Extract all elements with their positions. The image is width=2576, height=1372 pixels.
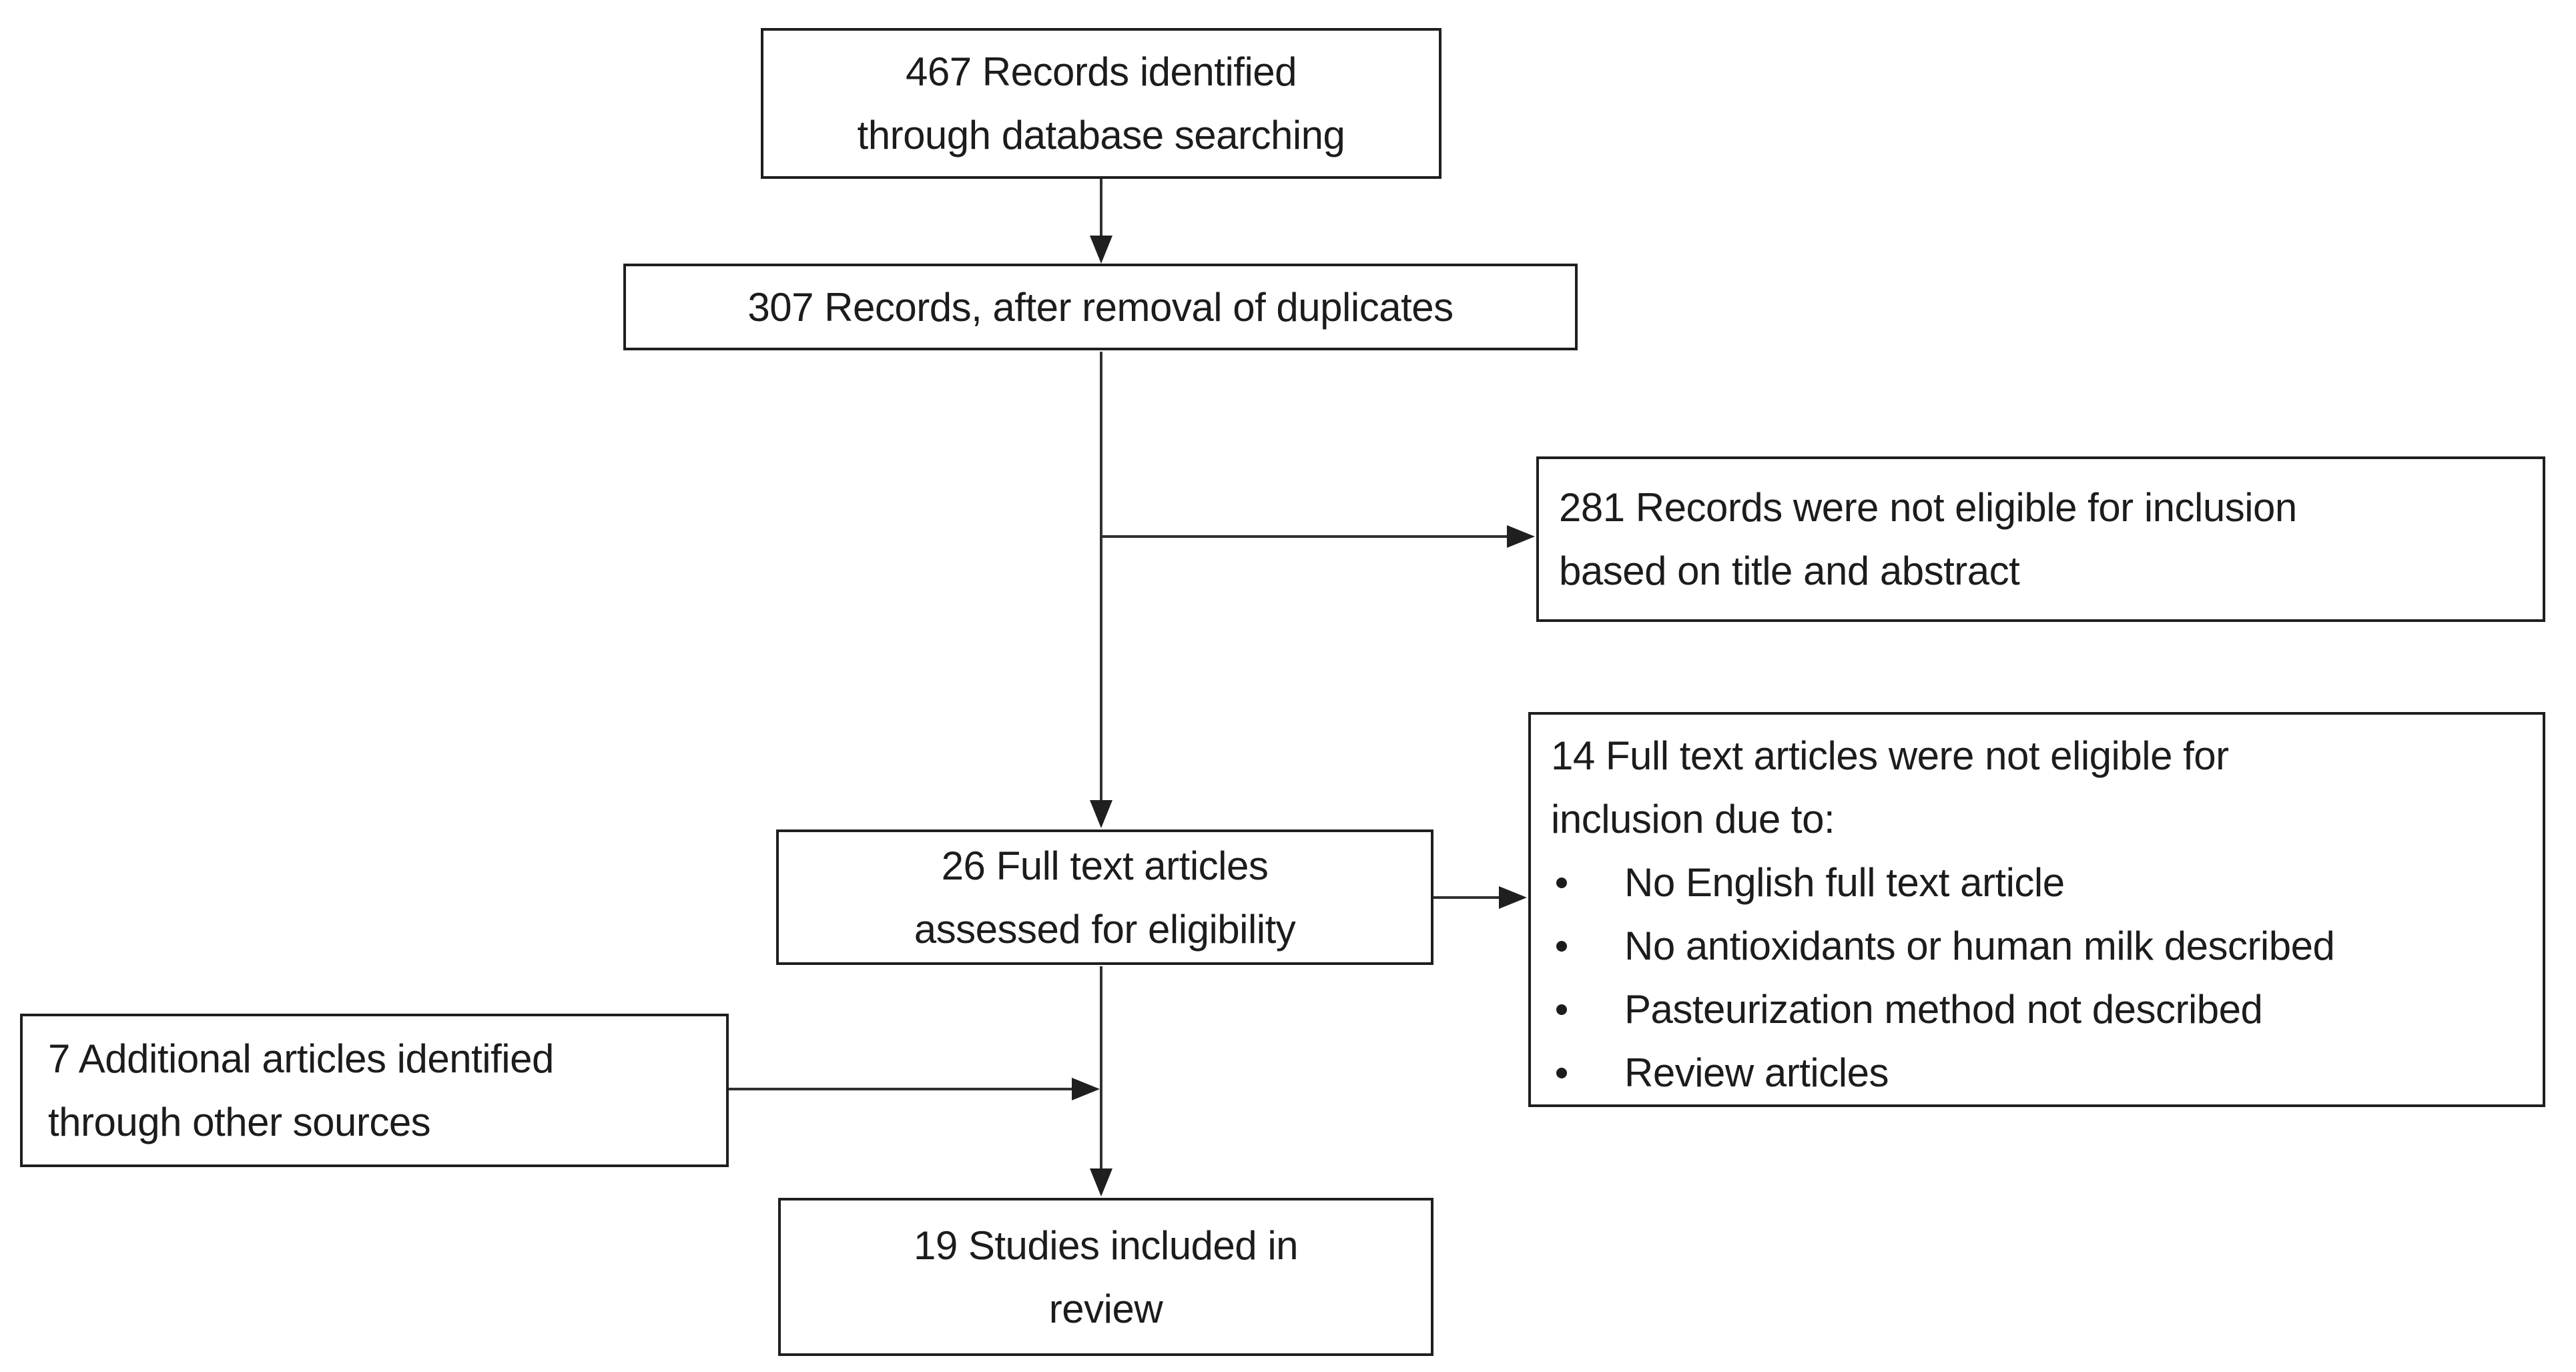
- bullet-item: No English full text article: [1551, 851, 2065, 914]
- node-text-line: review: [1048, 1286, 1163, 1331]
- arrowhead-right-icon: [1507, 525, 1535, 548]
- arrowhead-down-icon: [1090, 236, 1112, 264]
- bullet-marker-icon: [1556, 1067, 1567, 1078]
- connector-identified-to-duplicates: [1100, 179, 1102, 237]
- node-fulltext-not-eligible: 14 Full text articles were not eligible …: [1528, 712, 2545, 1107]
- node-records-after-duplicates: 307 Records, after removal of duplicates: [623, 264, 1578, 350]
- node-text-line: 26 Full text articles: [941, 843, 1269, 888]
- node-text-line: 307 Records, after removal of duplicates: [747, 284, 1454, 330]
- node-text-line: assessed for eligibility: [914, 906, 1296, 952]
- connector-fulltext-to-included: [1100, 966, 1102, 1170]
- connector-branch-to-not-eligible-records: [1101, 535, 1507, 538]
- bullet-text: No English full text article: [1624, 860, 2065, 905]
- bullet-marker-icon: [1556, 940, 1567, 952]
- node-text-line: 7 Additional articles identified: [48, 1036, 554, 1081]
- node-text-line: through database searching: [857, 113, 1345, 157]
- node-text-line: 14 Full text articles were not eligible …: [1551, 733, 2229, 778]
- bullet-marker-icon: [1556, 877, 1567, 888]
- bullet-item: No antioxidants or human milk described: [1551, 914, 2335, 978]
- node-text-line: through other sources: [48, 1100, 431, 1144]
- node-text-line: 281 Records were not eligible for inclus…: [1559, 485, 2297, 530]
- node-text-line: inclusion due to:: [1551, 797, 1835, 841]
- connector-duplicates-to-fulltext: [1100, 352, 1102, 801]
- bullet-item: Pasteurization method not described: [1551, 978, 2263, 1041]
- node-additional-articles: 7 Additional articles identified through…: [20, 1014, 729, 1167]
- bullet-item: Review articles: [1551, 1041, 1889, 1104]
- connector-additional-to-included: [729, 1088, 1072, 1090]
- node-records-identified: 467 Records identified through database …: [761, 28, 1441, 179]
- arrowhead-right-icon: [1072, 1078, 1100, 1100]
- bullet-marker-icon: [1556, 1004, 1567, 1015]
- connector-fulltext-to-not-eligible-articles: [1433, 896, 1499, 899]
- node-fulltext-assessed: 26 Full text articles assessed for eligi…: [776, 829, 1433, 965]
- node-text-line: 467 Records identified: [905, 49, 1297, 94]
- arrowhead-down-icon: [1090, 800, 1112, 828]
- node-studies-included: 19 Studies included in review: [778, 1198, 1433, 1356]
- node-records-not-eligible-title-abstract: 281 Records were not eligible for inclus…: [1536, 456, 2545, 622]
- arrowhead-down-icon: [1090, 1168, 1112, 1196]
- bullet-text: Pasteurization method not described: [1624, 987, 2263, 1032]
- bullet-text: No antioxidants or human milk described: [1624, 924, 2335, 968]
- node-text-line: 19 Studies included in: [913, 1223, 1299, 1268]
- node-text-line: based on title and abstract: [1559, 549, 2020, 593]
- arrowhead-right-icon: [1499, 886, 1527, 909]
- bullet-text: Review articles: [1624, 1050, 1889, 1095]
